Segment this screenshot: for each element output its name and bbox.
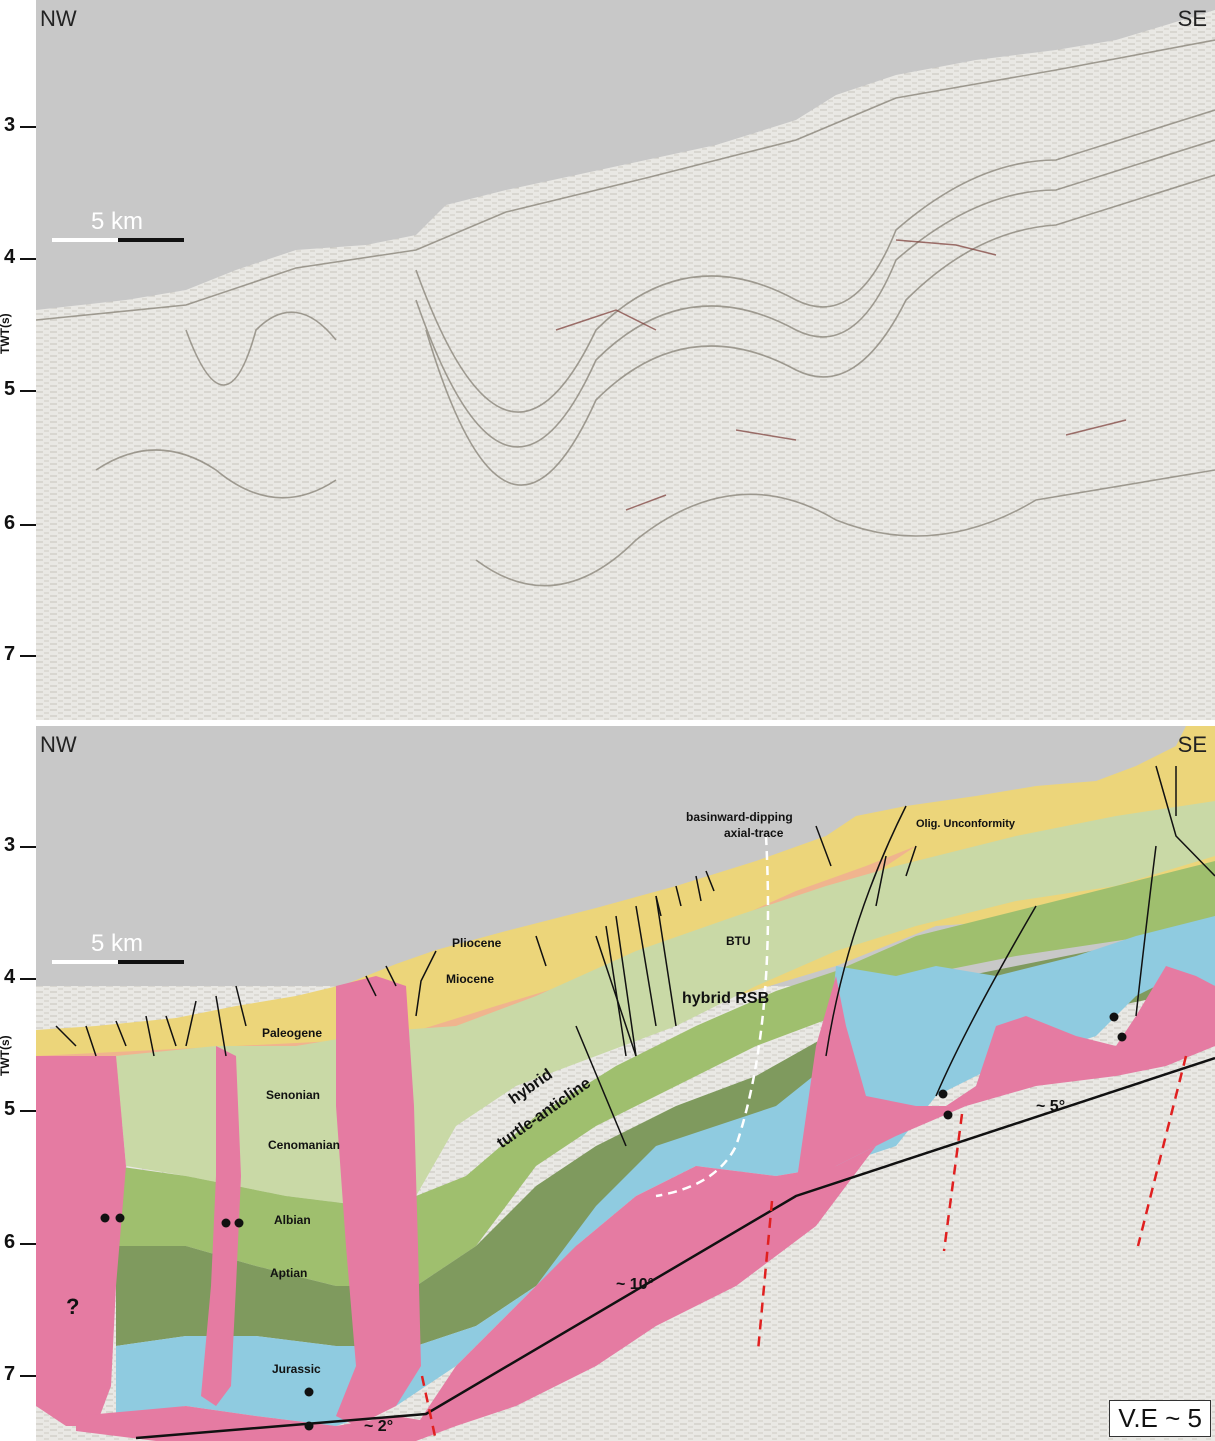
basement-faults: [420, 1055, 1188, 1441]
bot-tick-5: 5: [4, 1098, 37, 1120]
growth-faults: [55, 765, 1215, 1147]
dip-10-label: ~ 10°: [616, 1276, 654, 1293]
label-btu: BTU: [726, 934, 751, 948]
bottom-y-axis: 3 4 5 6 7 TWT(s): [0, 726, 37, 1441]
unknown-mark: ?: [66, 1294, 80, 1319]
top-tick-6: 6: [4, 512, 37, 534]
detachment-line: [135, 1056, 1215, 1440]
bot-scale-white: [52, 960, 118, 964]
top-tick-4: 4: [4, 246, 37, 268]
bot-tick-6: 6: [4, 1231, 37, 1253]
label-cenomanian: Cenomanian: [268, 1138, 341, 1152]
axial-trace-label-1: basinward-dipping: [686, 810, 793, 824]
top-y-axis-label: TWT(s): [0, 313, 12, 354]
label-aptian: Aptian: [270, 1266, 308, 1280]
seismic-image: [36, 0, 1215, 720]
hybrid-rsb-label: hybrid RSB: [682, 990, 770, 1007]
label-pliocene: Pliocene: [452, 936, 502, 950]
dip-2-label: ~ 2°: [364, 1418, 394, 1435]
top-tick-7: 7: [4, 643, 37, 665]
bot-y-axis-label: TWT(s): [0, 1035, 12, 1076]
top-tick-3: 3: [4, 114, 37, 136]
label-paleogene: Paleogene: [262, 1026, 323, 1040]
bot-scale-label: 5 km: [90, 930, 143, 957]
label-albian: Albian: [274, 1213, 311, 1227]
top-scale-white: [52, 238, 118, 242]
vertical-exaggeration-box: V.E ~ 5: [1109, 1400, 1211, 1437]
seismic-section-raw: NW SE 5 km: [36, 0, 1215, 720]
interpretation-image: [36, 726, 1215, 1441]
label-jurassic: Jurassic: [272, 1362, 321, 1376]
dip-5-label: ~ 5°: [1036, 1098, 1066, 1115]
salt-weld-dots: [100, 1012, 1127, 1431]
axial-trace-label-2: axial-trace: [724, 826, 784, 840]
bot-nw-label: NW: [40, 732, 77, 757]
top-y-axis: 3 4 5 6 7 TWT(s): [0, 0, 37, 720]
label-senonian: Senonian: [266, 1088, 321, 1102]
top-se-label: SE: [1177, 6, 1207, 31]
label-miocene: Miocene: [446, 972, 495, 986]
bot-tick-7: 7: [4, 1363, 37, 1385]
top-scale-label: 5 km: [90, 208, 143, 235]
interpreted-section: NW SE 5 km Pliocene Miocene Paleogene Se…: [36, 726, 1215, 1441]
axial-trace-line: [655, 835, 770, 1198]
bot-se-label: SE: [1177, 732, 1207, 757]
top-tick-5: 5: [4, 378, 37, 400]
panel-separator: [0, 720, 1215, 726]
bot-scale-black: [118, 960, 184, 964]
top-nw-label: NW: [40, 6, 77, 31]
bot-tick-3: 3: [4, 834, 37, 856]
bot-tick-4: 4: [4, 966, 37, 988]
top-scale-black: [118, 238, 184, 242]
label-olig-unconformity: Olig. Unconformity: [916, 818, 1015, 830]
